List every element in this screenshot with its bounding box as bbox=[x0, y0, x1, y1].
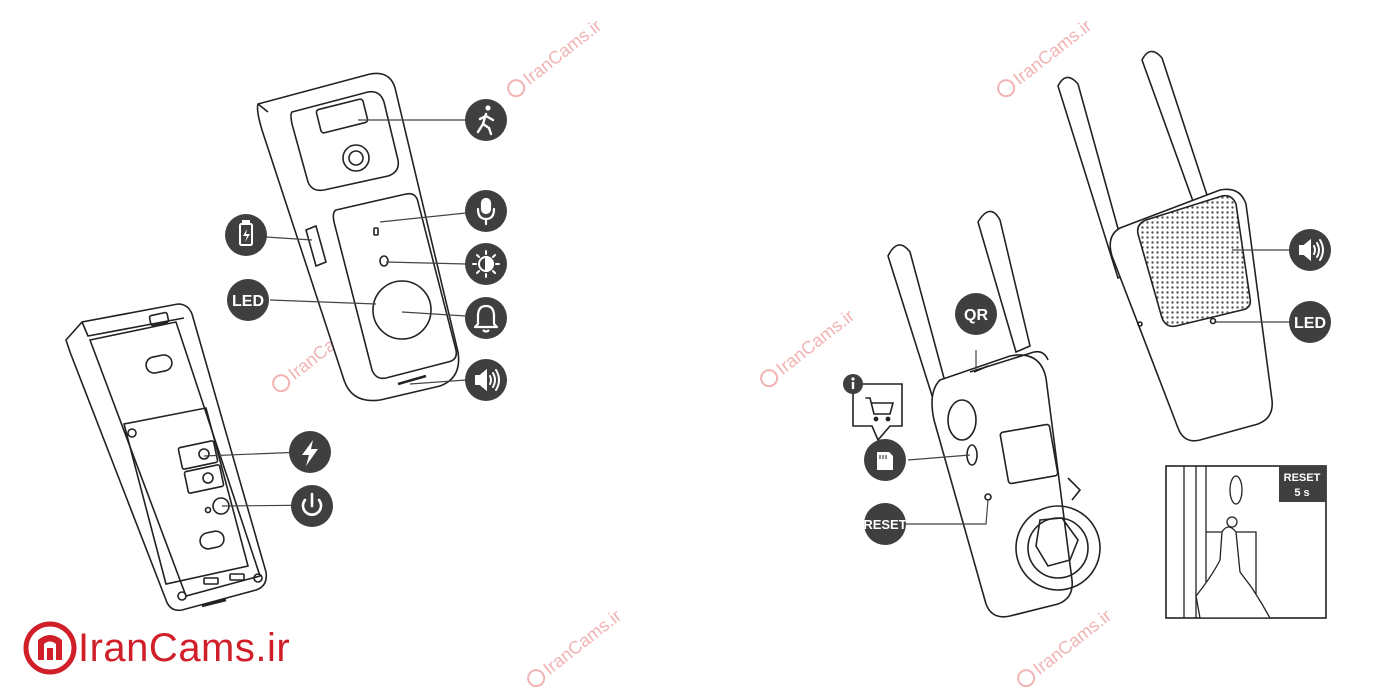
motion-callout bbox=[465, 99, 507, 141]
speaker-icon bbox=[475, 368, 500, 392]
doorbell-back bbox=[65, 303, 268, 612]
chime-receiver-sd bbox=[887, 210, 1101, 618]
chime-receiver-speaker bbox=[1057, 50, 1274, 442]
reset-inset-line1: RESET bbox=[1284, 472, 1321, 484]
brand-logo-mark bbox=[23, 621, 77, 675]
bell-callout bbox=[465, 297, 507, 339]
svg-text:IranCams.ir: IranCams.ir bbox=[772, 306, 858, 379]
svg-text:IranCams.ir: IranCams.ir bbox=[1009, 16, 1095, 89]
sd-card-callout bbox=[843, 374, 906, 481]
reset-callout: RESET bbox=[863, 503, 907, 545]
shopping-cart-icon bbox=[865, 397, 895, 422]
chime-led-label: LED bbox=[1294, 315, 1326, 332]
watermark: IranCams.ir bbox=[1017, 606, 1115, 688]
lightning-icon bbox=[302, 440, 318, 466]
reset-inset: RESET 5 s bbox=[1165, 465, 1327, 619]
microphone-callout bbox=[465, 190, 507, 232]
chime-led-callout: LED bbox=[1289, 301, 1331, 343]
svg-text:IranCams.ir: IranCams.ir bbox=[539, 606, 625, 679]
info-icon bbox=[851, 377, 855, 389]
power-button-callout bbox=[291, 485, 333, 527]
watermark: IranCams.ir bbox=[527, 606, 625, 688]
qr-label: QR bbox=[964, 307, 988, 324]
chime-speaker-callout bbox=[1289, 229, 1331, 271]
power-icon bbox=[301, 492, 323, 516]
day-night-icon bbox=[472, 250, 500, 278]
battery-icon bbox=[239, 220, 253, 246]
watermark: IranCams.ir bbox=[507, 16, 605, 98]
svg-text:IranCams.ir: IranCams.ir bbox=[519, 16, 605, 89]
brand-logo-text: IranCams.ir bbox=[78, 625, 291, 670]
led-label: LED bbox=[232, 293, 264, 310]
svg-text:IranCams.ir: IranCams.ir bbox=[1029, 606, 1115, 679]
speaker-icon bbox=[1299, 238, 1324, 262]
leader-lines bbox=[203, 119, 1290, 525]
light-sensor-callout bbox=[465, 243, 507, 285]
qr-callout: QR bbox=[955, 293, 997, 335]
microsd-card-icon bbox=[877, 452, 893, 470]
brand-logo: IranCams.ir bbox=[22, 618, 290, 678]
speaker-callout bbox=[465, 359, 507, 401]
microphone-icon bbox=[476, 197, 496, 226]
reset-inset-line2: 5 s bbox=[1294, 487, 1309, 499]
walking-person-icon bbox=[476, 105, 495, 136]
battery-callout bbox=[225, 214, 267, 256]
reset-label: RESET bbox=[863, 517, 906, 532]
watermark: IranCams.ir bbox=[760, 306, 858, 388]
power-input-callout bbox=[289, 431, 331, 473]
doorbell-front bbox=[256, 72, 460, 402]
led-callout: LED bbox=[227, 279, 269, 321]
bell-icon bbox=[473, 304, 499, 333]
